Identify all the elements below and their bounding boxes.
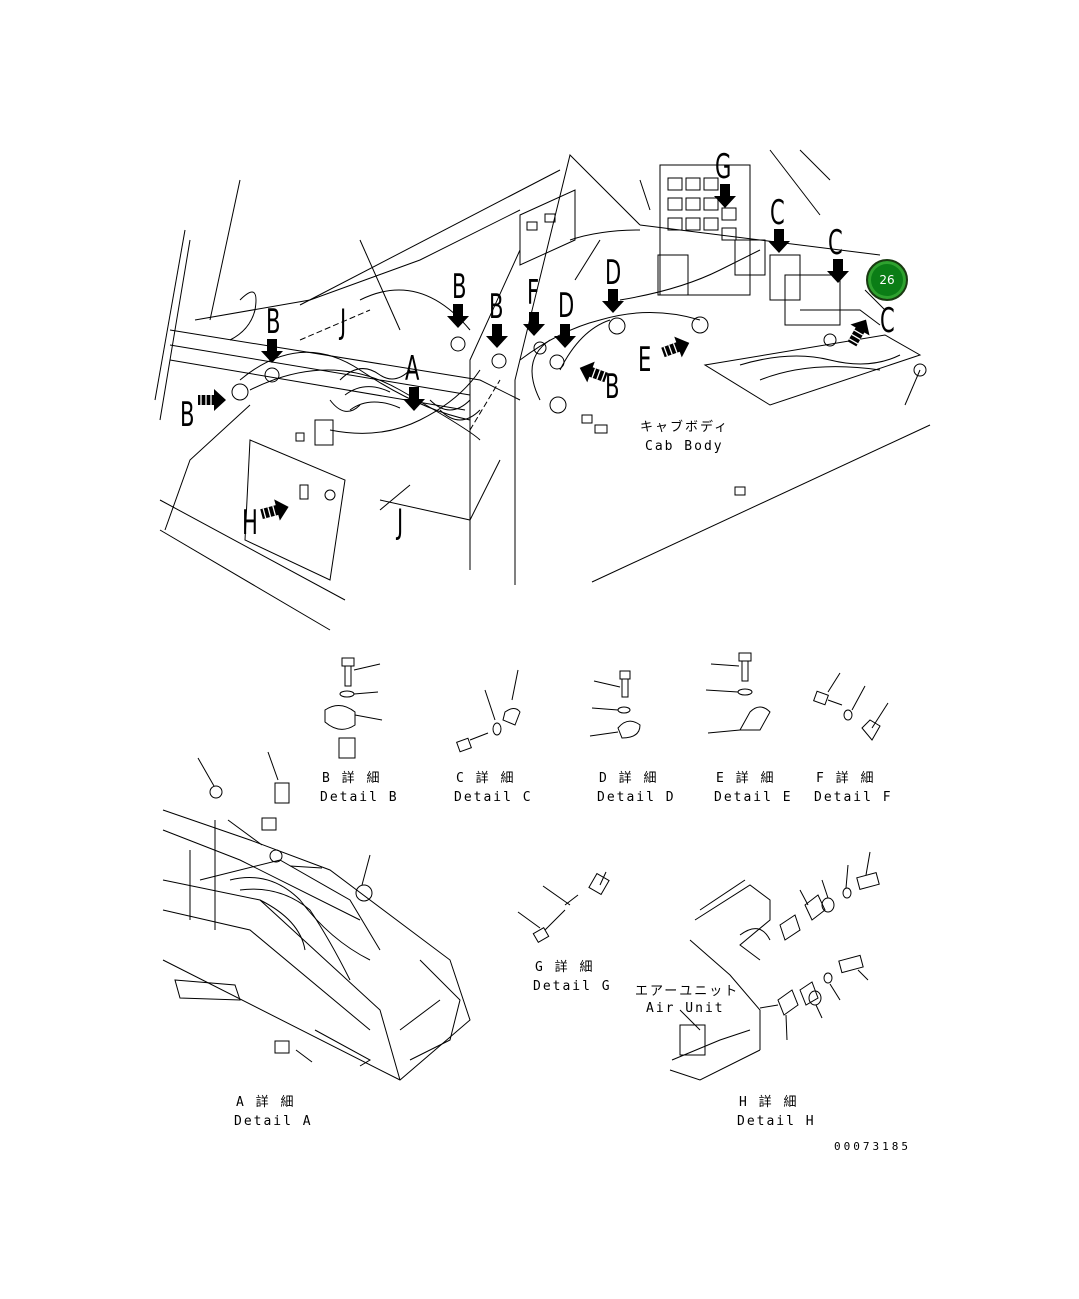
detail-g-label-en: Detail G (533, 979, 612, 994)
arrow-b1 (261, 339, 283, 363)
arrow-h (258, 495, 293, 526)
arrow-b5 (197, 388, 227, 412)
detail-e-label-jp: E 詳 細 (716, 771, 776, 786)
detail-g-label-jp: G 詳 細 (535, 960, 595, 975)
callout-e: E (638, 340, 652, 380)
detail-parts (324, 652, 889, 759)
main-overview (154, 149, 931, 631)
arrow-g (714, 184, 736, 208)
callout-d1: D (558, 286, 575, 326)
callout-b-mid2: B (489, 287, 504, 327)
document-number: 00073185 (834, 1140, 911, 1153)
air-unit-label-en: Air Unit (646, 1001, 725, 1016)
detail-c-label-jp: C 詳 細 (456, 771, 516, 786)
item-number-badge[interactable]: 26 (866, 259, 908, 301)
callout-b-upper: B (266, 302, 281, 342)
cab-body-label-jp: キャブボディ (640, 420, 730, 435)
detail-a-drawing (162, 751, 471, 1081)
detail-b-label-jp: B 詳 細 (322, 771, 382, 786)
detail-e-label-en: Detail E (714, 790, 793, 805)
detail-h-label-jp: H 詳 細 (739, 1095, 799, 1110)
callout-b-mid1: B (452, 267, 467, 307)
detail-a-label-jp: A 詳 細 (236, 1095, 296, 1110)
callout-b-right: B (605, 367, 620, 407)
detail-c-label-en: Detail C (454, 790, 533, 805)
arrow-d1 (554, 324, 576, 348)
callout-b-left: B (180, 395, 195, 435)
callout-j1: J (340, 302, 347, 342)
detail-a-label-en: Detail A (234, 1114, 313, 1129)
callout-a: A (405, 349, 420, 389)
callout-h: H (242, 503, 258, 543)
detail-g-drawing (517, 871, 610, 944)
cab-body-label-en: Cab Body (645, 439, 724, 454)
arrow-a (403, 387, 425, 411)
callout-c2: C (828, 223, 843, 263)
callout-j2: J (397, 502, 404, 542)
detail-f-label-en: Detail F (814, 790, 893, 805)
callout-f: F (527, 273, 540, 313)
detail-b-label-en: Detail B (320, 790, 399, 805)
arrow-c3 (841, 313, 877, 351)
callout-d2: D (605, 253, 622, 293)
arrow-b3 (486, 324, 508, 348)
detail-h-label-en: Detail H (737, 1114, 816, 1129)
callout-c3: C (880, 301, 895, 341)
callout-c1: C (770, 193, 785, 233)
detail-d-label-jp: D 詳 細 (599, 771, 659, 786)
detail-h-drawing (669, 851, 880, 1081)
detail-f-label-jp: F 詳 細 (816, 771, 876, 786)
callout-arrows (197, 184, 877, 526)
arrow-e (658, 331, 694, 364)
callout-g: G (715, 147, 732, 187)
air-unit-label-jp: エアーユニット (635, 984, 740, 999)
detail-d-label-en: Detail D (597, 790, 676, 805)
